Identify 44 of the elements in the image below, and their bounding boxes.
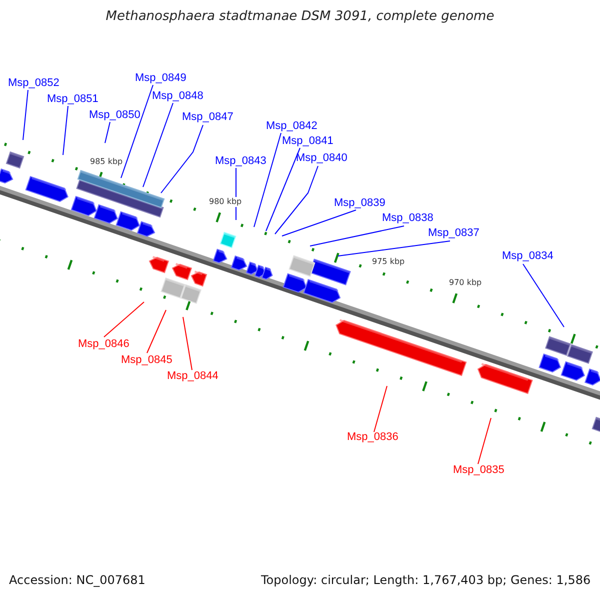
leader-line — [104, 122, 110, 144]
leader-line — [182, 316, 192, 370]
leader-line — [254, 132, 282, 228]
gene-label: Msp_0834 — [502, 250, 554, 263]
gene-label: Msp_0840 — [296, 152, 348, 165]
leader-line — [478, 418, 492, 464]
gene-label: Msp_0842 — [266, 120, 318, 133]
gene-label: Msp_0837 — [428, 227, 480, 240]
leader-line — [22, 90, 28, 140]
leader-line — [266, 148, 300, 232]
leader-line — [338, 240, 450, 256]
leader-line — [522, 264, 564, 328]
leader-line — [374, 386, 388, 432]
gene-label: Msp_0841 — [282, 135, 334, 148]
leader-line — [160, 124, 204, 194]
gene-label: Msp_0849 — [135, 72, 186, 85]
leader-line — [146, 310, 166, 354]
gene-label: Msp_0836 — [347, 431, 398, 444]
gene-label: Msp_0846 — [78, 338, 130, 351]
leader-line — [310, 226, 404, 246]
leader-line — [62, 106, 68, 156]
tick-label: 980 kbp — [209, 197, 242, 207]
gene-label: Msp_0835 — [453, 464, 504, 477]
accession-note: Accession: NC_007681 — [9, 574, 146, 587]
leader-line — [104, 302, 144, 338]
gene-label: Msp_0847 — [182, 111, 234, 124]
gene-label: Msp_0839 — [334, 197, 386, 210]
leader-line — [142, 102, 174, 188]
tick-label: 975 kbp — [372, 257, 405, 267]
gene-label: Msp_0850 — [89, 109, 140, 122]
gene-label: Msp_0843 — [215, 155, 266, 168]
leader-line — [282, 210, 356, 236]
genome-summary: Topology: circular; Length: 1,767,403 bp; Genes: 1,586 — [261, 574, 591, 587]
gene-label: Msp_0848 — [152, 90, 204, 103]
gene-label: Msp_0845 — [121, 354, 172, 367]
leader-line — [120, 84, 154, 178]
gene-label: Msp_0838 — [382, 212, 434, 225]
gene-label: Msp_0844 — [167, 370, 218, 383]
tick-label: 970 kbp — [449, 278, 482, 288]
title: Methanosphaera stadtmanae DSM 3091, complete genome — [104, 10, 496, 23]
leader-line — [274, 166, 318, 234]
gene-label: Msp_0851 — [47, 93, 98, 106]
gene-label: Msp_0852 — [8, 77, 60, 90]
tick-label: 985 kbp — [90, 157, 123, 167]
